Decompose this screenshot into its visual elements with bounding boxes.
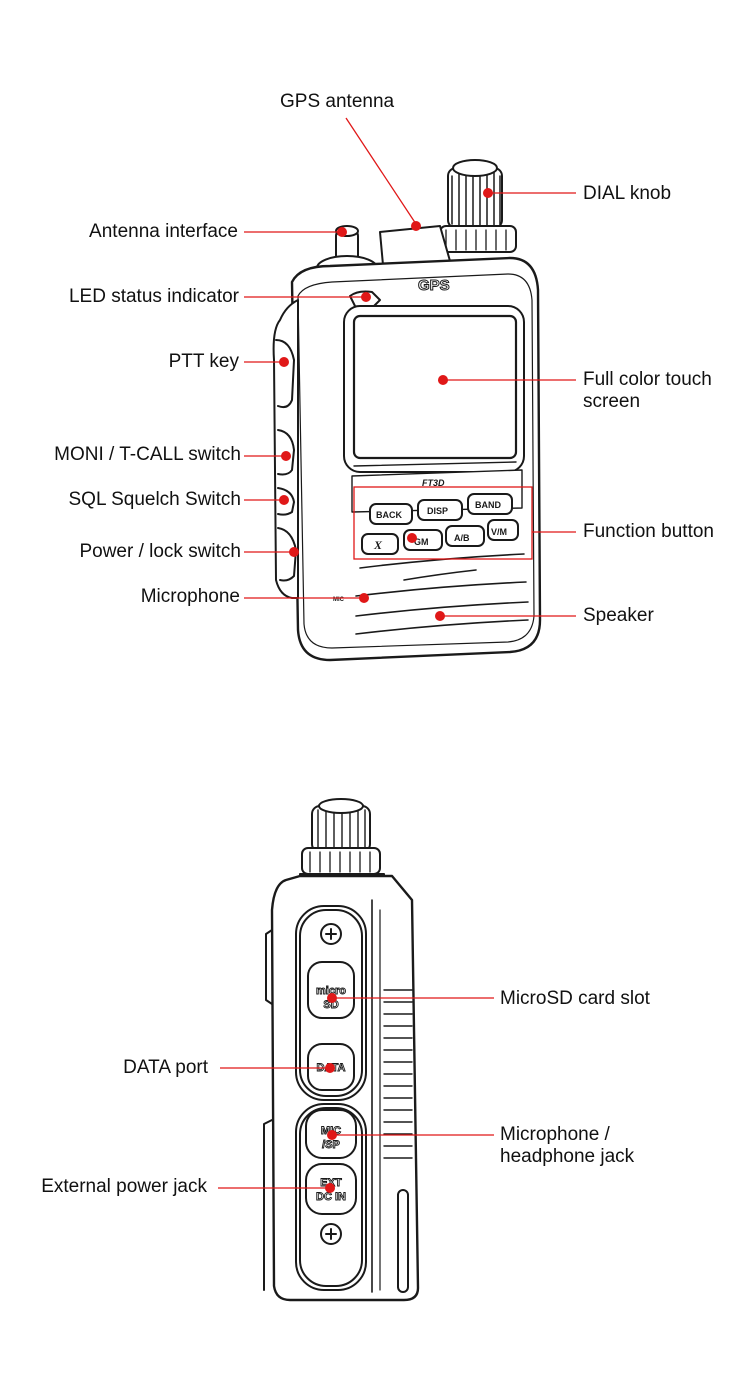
label-mic-jack-line2: headphone jack (500, 1146, 635, 1167)
label-microphone: Microphone (140, 586, 240, 607)
function-button-bracket (353, 486, 533, 560)
dot-mic-jack (327, 1130, 337, 1140)
label-touch-screen-line1: Full color touch (583, 369, 712, 390)
btn-ab-mark: A/B (454, 533, 470, 543)
label-mic-jack: Microphone / headphone jack (500, 1124, 634, 1168)
label-dial-knob: DIAL knob (583, 183, 672, 204)
dot-moni (281, 451, 291, 461)
dot-speaker (435, 611, 445, 621)
btn-gm-mark: GM (414, 537, 429, 547)
label-function-button: Function button (583, 521, 714, 542)
dot-ptt (279, 357, 289, 367)
dot-function (407, 533, 417, 543)
dot-led (361, 292, 371, 302)
label-mic-jack-line1: Microphone / (500, 1124, 610, 1145)
dot-power (289, 547, 299, 557)
label-microsd: MicroSD card slot (500, 988, 650, 1009)
pointer-gps-antenna (345, 117, 417, 225)
label-ext-power: External power jack (41, 1176, 207, 1197)
label-touch-screen: Full color touch screen (583, 369, 712, 413)
dot-dial-knob (483, 188, 493, 198)
dot-antenna-interface (337, 227, 347, 237)
label-power-lock: Power / lock switch (79, 541, 241, 562)
btn-disp-mark: DISP (427, 506, 448, 516)
dot-ext-power (325, 1183, 335, 1193)
label-ptt-key: PTT key (168, 351, 239, 372)
label-touch-screen-line2: screen (583, 391, 641, 412)
dot-microsd (327, 993, 337, 1003)
mic-mark: MIC (333, 597, 345, 603)
gps-badge: GPS (418, 277, 450, 294)
btn-vm-mark: V/M (491, 527, 507, 537)
btn-x-mark: X (373, 538, 383, 552)
dot-screen (438, 375, 448, 385)
dot-data (325, 1063, 335, 1073)
btn-back-mark: BACK (376, 510, 402, 520)
dot-mic (359, 593, 369, 603)
btn-band-mark: BAND (475, 500, 501, 510)
label-sql-switch: SQL Squelch Switch (68, 489, 242, 510)
label-antenna-interface: Antenna interface (89, 221, 238, 242)
dial-knob-drawing (439, 159, 517, 253)
label-speaker: Speaker (583, 605, 654, 626)
label-moni-tcall: MONI / T-CALL switch (54, 444, 241, 465)
sp-port-mark: /SP (322, 1139, 340, 1151)
label-gps-antenna: GPS antenna (280, 91, 395, 112)
dot-sql (279, 495, 289, 505)
dcin-mark: DC IN (316, 1191, 346, 1203)
micro-mark: micro (316, 985, 346, 997)
label-data-port: DATA port (123, 1057, 208, 1078)
dot-gps-antenna (411, 221, 421, 231)
label-led-status: LED status indicator (68, 286, 239, 307)
model-mark: FT3D (422, 478, 445, 488)
